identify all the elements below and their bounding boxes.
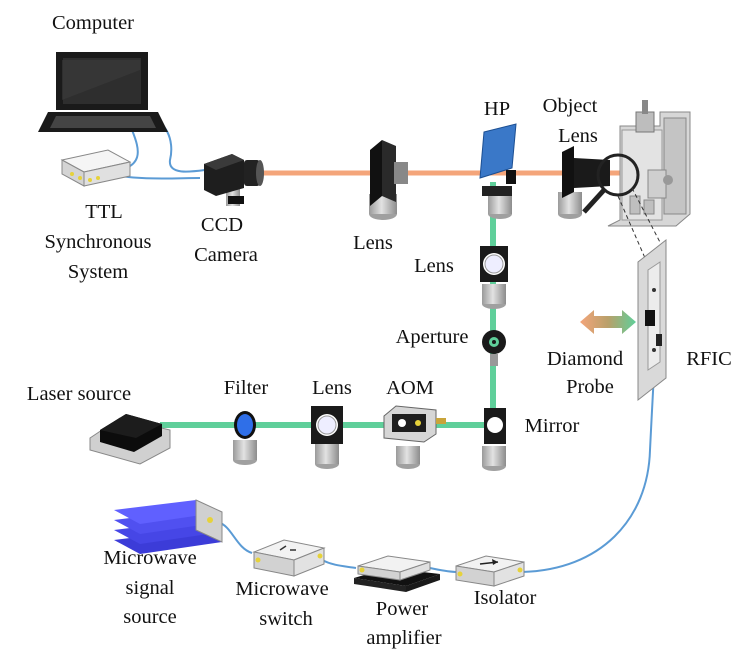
aom-icon bbox=[383, 405, 446, 469]
label-object-line2: Lens bbox=[558, 125, 598, 147]
label-isolator: Isolator bbox=[474, 587, 537, 609]
camera-icon bbox=[204, 154, 264, 206]
label-ccd-line1: CCD bbox=[201, 214, 243, 236]
filter-icon bbox=[233, 411, 257, 465]
labels: Computer TTL Synchronous System CCD Came… bbox=[27, 12, 732, 649]
aperture-icon bbox=[482, 330, 506, 366]
laptop-icon bbox=[38, 52, 168, 132]
label-object-line1: Object bbox=[543, 95, 598, 117]
label-mw-source-line3: source bbox=[123, 606, 177, 628]
label-ttl-line2: Synchronous bbox=[44, 231, 151, 253]
label-lens-top: Lens bbox=[353, 232, 393, 254]
label-mw-source-line1: Microwave bbox=[103, 547, 196, 569]
label-ttl-line1: TTL bbox=[85, 201, 123, 223]
label-lens-vertical: Lens bbox=[414, 255, 454, 277]
microscope-icon bbox=[582, 100, 691, 227]
label-diamond-line2: Probe bbox=[566, 376, 614, 398]
label-laser-source: Laser source bbox=[27, 383, 131, 405]
label-hp: HP bbox=[484, 98, 510, 120]
ttl-box-icon bbox=[60, 149, 132, 187]
hp-mirror-icon bbox=[479, 123, 517, 219]
label-filter: Filter bbox=[224, 377, 269, 399]
label-diamond-line1: Diamond bbox=[547, 348, 623, 370]
isolator-icon bbox=[455, 555, 525, 587]
microwave-source-icon bbox=[114, 499, 223, 554]
label-computer: Computer bbox=[52, 12, 134, 34]
cable-source-switch bbox=[217, 521, 253, 554]
lens-mount-vertical-icon bbox=[480, 246, 508, 309]
laser-icon bbox=[89, 414, 171, 465]
zoom-line-1 bbox=[617, 195, 646, 259]
cable-ttl-camera bbox=[119, 175, 201, 180]
object-lens-icon bbox=[558, 146, 610, 219]
label-mw-switch-line2: switch bbox=[259, 608, 313, 630]
label-lens-bottom: Lens bbox=[312, 377, 352, 399]
power-amplifier-icon bbox=[354, 555, 440, 592]
microwave-switch-icon bbox=[252, 539, 326, 577]
label-power-line2: amplifier bbox=[366, 627, 441, 649]
label-aom: AOM bbox=[386, 377, 434, 399]
label-mw-source-line2: signal bbox=[126, 577, 175, 599]
cable-isolator-rfic bbox=[521, 339, 657, 573]
label-power-line1: Power bbox=[376, 598, 429, 620]
probe-arrow-icon bbox=[580, 310, 636, 334]
label-mirror: Mirror bbox=[525, 415, 580, 437]
rfic-board-icon bbox=[637, 238, 667, 402]
label-ttl-line3: System bbox=[68, 261, 128, 283]
lens-mount-bottom-icon bbox=[311, 406, 343, 469]
mirror-icon bbox=[482, 408, 506, 471]
label-ccd-line2: Camera bbox=[194, 244, 258, 266]
zoom-line-2 bbox=[631, 187, 665, 251]
label-mw-switch-line1: Microwave bbox=[235, 578, 328, 600]
cable-amplifier-isolator bbox=[429, 567, 459, 573]
lens-mount-top-icon bbox=[369, 140, 408, 220]
label-rfic: RFIC bbox=[686, 348, 732, 370]
cable-switch-amplifier bbox=[321, 559, 357, 569]
label-aperture: Aperture bbox=[396, 326, 469, 348]
